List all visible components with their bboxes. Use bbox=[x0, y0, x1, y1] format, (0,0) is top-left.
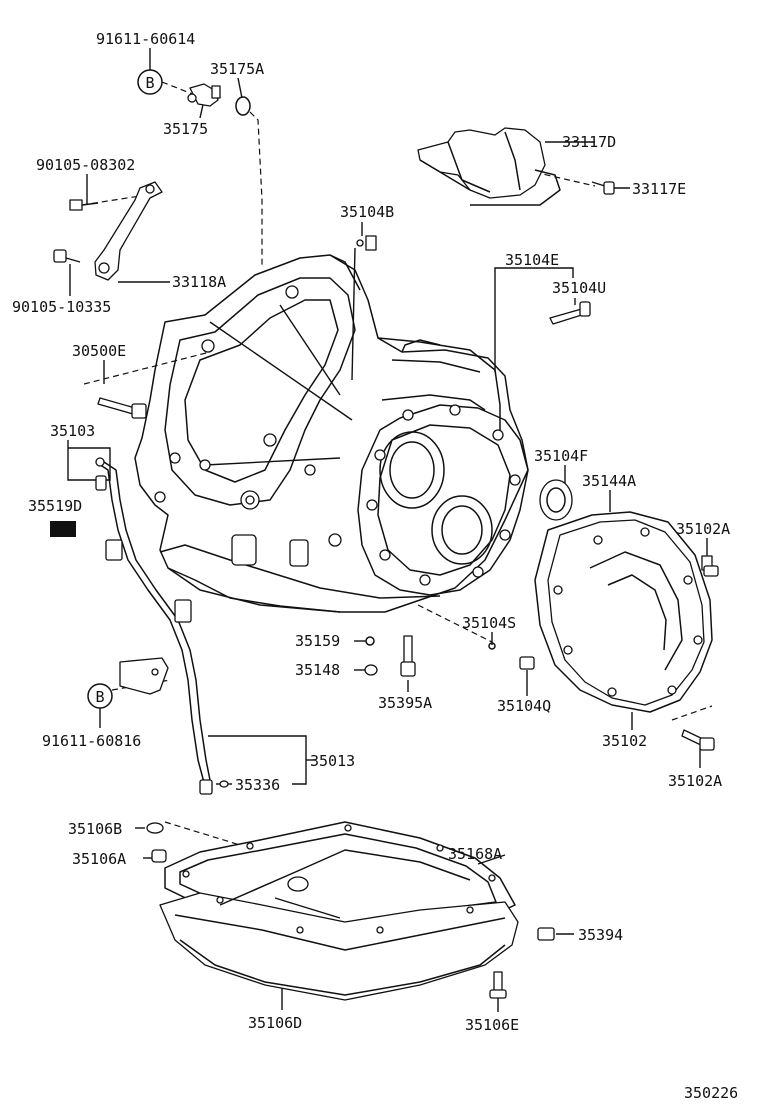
part-label: 35519D bbox=[28, 497, 82, 515]
part-label: 35394 bbox=[578, 926, 623, 944]
transaxle-end-cover bbox=[547, 519, 705, 706]
part-label: 35104Q bbox=[497, 697, 551, 715]
part-labels: 91611-60614 35175A 35175 90105-08302 331… bbox=[12, 30, 738, 1102]
end-cover-gasket bbox=[534, 511, 713, 713]
part-label: 35104E bbox=[505, 251, 559, 269]
stud-35395a bbox=[400, 635, 416, 677]
plug-35148 bbox=[364, 664, 378, 676]
part-label: 33118A bbox=[172, 273, 226, 291]
marker-text: B bbox=[145, 74, 154, 92]
part-label: 35106E bbox=[465, 1016, 519, 1034]
part-label: 35102A bbox=[676, 520, 730, 538]
bolt-90105-08302 bbox=[69, 199, 99, 211]
part-label: 35102A bbox=[668, 772, 722, 790]
part-label: 35013 bbox=[310, 752, 355, 770]
part-label: 35104F bbox=[534, 447, 588, 465]
bolt-90105-10335 bbox=[53, 249, 81, 263]
oring-35336 bbox=[219, 780, 229, 788]
part-label: 35104S bbox=[462, 614, 516, 632]
oil-seal bbox=[539, 479, 573, 521]
reference-marker-b-lower: B bbox=[87, 683, 113, 709]
figure-number: 350226 bbox=[684, 1084, 738, 1102]
bolt-35102a-lower bbox=[681, 729, 715, 751]
washer-35106b bbox=[146, 822, 164, 834]
heat-shield bbox=[417, 127, 561, 206]
reference-marker-b-top: B bbox=[137, 69, 163, 95]
speed-sensor bbox=[187, 83, 221, 107]
part-label: 33117E bbox=[632, 180, 686, 198]
part-label: 35103 bbox=[50, 422, 95, 440]
washer-35159 bbox=[365, 636, 375, 646]
marker-text: B bbox=[95, 688, 104, 706]
control-bracket bbox=[94, 181, 163, 281]
part-label: 35144A bbox=[582, 472, 636, 490]
transaxle-housing bbox=[134, 254, 529, 613]
plug-35104b bbox=[356, 235, 377, 251]
caution-label bbox=[50, 521, 76, 537]
plug-35106a bbox=[151, 849, 167, 863]
part-label: 91611-60816 bbox=[42, 732, 141, 750]
part-label: 33117D bbox=[562, 133, 616, 151]
part-label: 35168A bbox=[448, 845, 502, 863]
bolt-30500e bbox=[97, 397, 147, 419]
part-label: 35148 bbox=[295, 661, 340, 679]
oil-level-gauge bbox=[95, 457, 213, 795]
part-label: 35175 bbox=[163, 120, 208, 138]
part-label: 35106A bbox=[72, 850, 126, 868]
part-label: 35102 bbox=[602, 732, 647, 750]
part-label: 35106B bbox=[68, 820, 122, 838]
oring-35104s bbox=[488, 642, 496, 650]
o-ring bbox=[235, 96, 251, 116]
drain-plug-35106e bbox=[489, 971, 507, 999]
part-label: 30500E bbox=[72, 342, 126, 360]
part-label: 35104B bbox=[340, 203, 394, 221]
part-label: 35104U bbox=[552, 279, 606, 297]
bolt-35102a-upper bbox=[701, 555, 719, 577]
part-label: 35159 bbox=[295, 632, 340, 650]
part-label: 90105-10335 bbox=[12, 298, 111, 316]
part-label: 90105-08302 bbox=[36, 156, 135, 174]
part-label: 35336 bbox=[235, 776, 280, 794]
part-label: 91611-60614 bbox=[96, 30, 195, 48]
part-label: 35106D bbox=[248, 1014, 302, 1032]
bolt-33117e bbox=[591, 181, 615, 195]
part-label: 35395A bbox=[378, 694, 432, 712]
bolt-35104u bbox=[549, 301, 591, 325]
oil-pan bbox=[159, 824, 519, 1001]
plug-35104q bbox=[519, 656, 535, 670]
part-label: 35175A bbox=[210, 60, 264, 78]
magnet-35394 bbox=[537, 927, 555, 941]
